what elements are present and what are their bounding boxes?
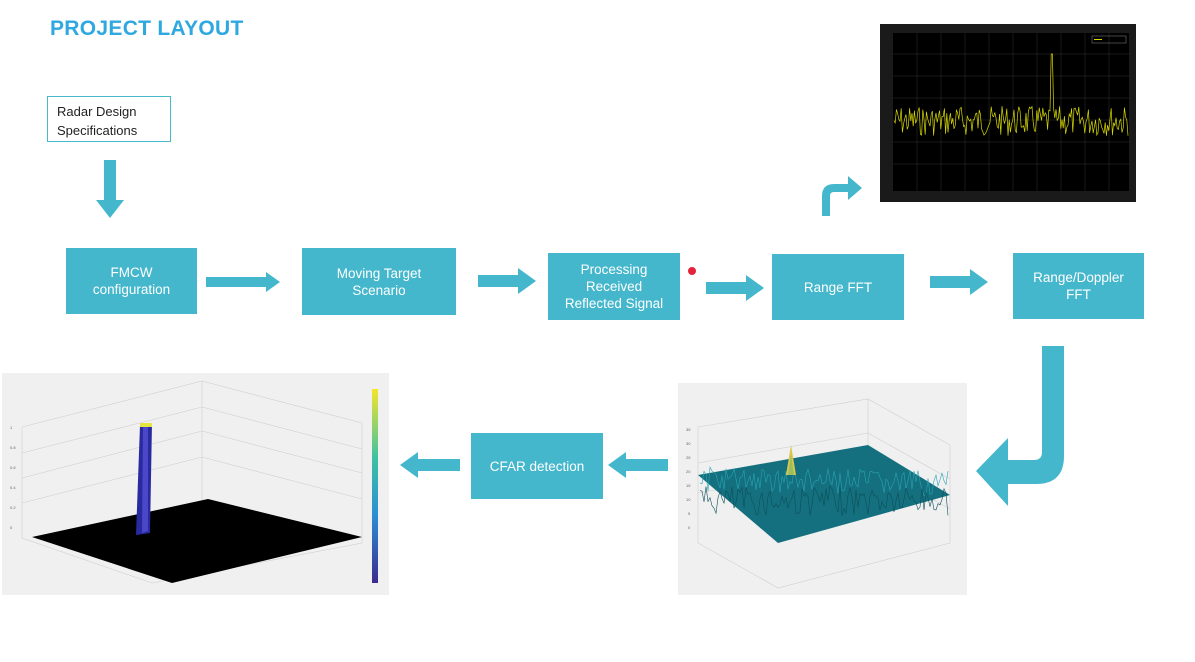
curved-arrow-up-right-icon — [822, 176, 862, 216]
fmcw-configuration-box: FMCW configuration — [66, 248, 197, 314]
page-title: PROJECT LAYOUT — [50, 17, 244, 40]
arrow-left-icon — [400, 452, 460, 478]
svg-text:35: 35 — [686, 427, 691, 432]
arrow-right-icon — [206, 272, 280, 292]
svg-text:20: 20 — [686, 469, 691, 474]
svg-text:30: 30 — [686, 441, 691, 446]
arrow-right-icon — [478, 268, 536, 294]
moving-target-scenario-box: Moving Target Scenario — [302, 248, 456, 315]
arrow-right-icon — [930, 269, 988, 295]
svg-text:0.6: 0.6 — [10, 465, 16, 470]
svg-text:0: 0 — [688, 525, 691, 530]
range-fft-box: Range FFT — [772, 254, 904, 320]
svg-text:0.8: 0.8 — [10, 445, 16, 450]
processing-received-signal-box: Processing Received Reflected Signal — [548, 253, 680, 320]
arrow-down-icon — [96, 160, 124, 218]
radar-design-specifications-box: Radar Design Specifications — [47, 96, 171, 142]
svg-text:0.2: 0.2 — [10, 505, 16, 510]
range-doppler-map-screenshot: 35 30 25 20 15 10 5 0 — [678, 383, 967, 595]
svg-text:0: 0 — [10, 525, 13, 530]
svg-text:25: 25 — [686, 455, 691, 460]
range-fft-spectrum-screenshot — [880, 24, 1136, 202]
svg-text:5: 5 — [688, 511, 691, 516]
svg-text:10: 10 — [686, 497, 691, 502]
cfar-detection-result-screenshot: 1 0.8 0.6 0.4 0.2 0 — [2, 373, 389, 595]
svg-text:1: 1 — [10, 425, 13, 430]
svg-text:0.4: 0.4 — [10, 485, 16, 490]
range-doppler-fft-box: Range/Doppler FFT — [1013, 253, 1144, 319]
red-marker-dot — [688, 267, 696, 275]
arrow-left-icon — [608, 452, 668, 478]
arrow-right-icon — [706, 275, 764, 301]
svg-text:15: 15 — [686, 483, 691, 488]
curved-arrow-down-left-icon — [976, 346, 1064, 506]
cfar-detection-box: CFAR detection — [471, 433, 603, 499]
